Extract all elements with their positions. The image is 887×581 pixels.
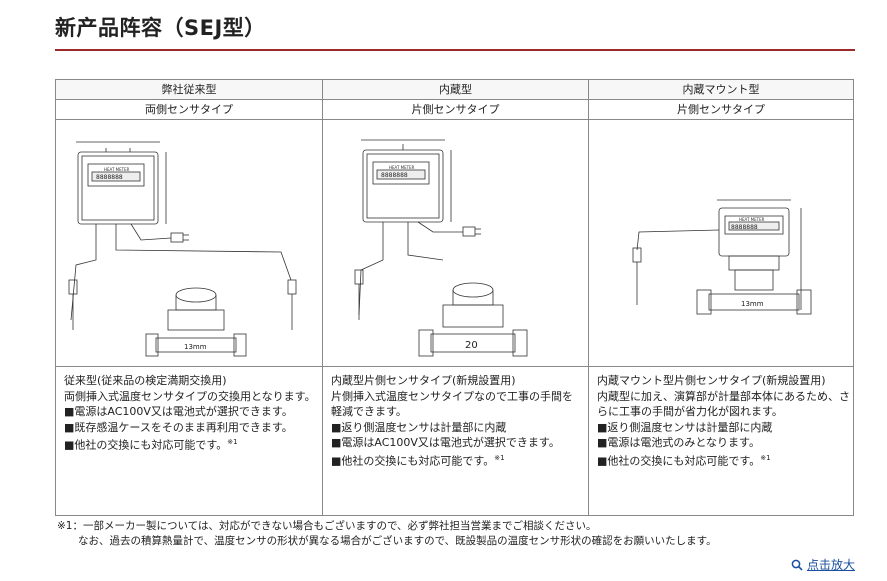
desc-line: 両側挿入式温度センサタイプの交換用となります。 — [64, 389, 316, 403]
pipe-size-label: 13mm — [184, 343, 207, 351]
desc-line: 内蔵型に加え、演算部が計量部本体にあるため、さ — [597, 389, 850, 403]
desc-line: ■電源はAC100V又は電池式が選択できます。 — [331, 436, 560, 449]
column-header: 弊社従来型 — [56, 80, 322, 100]
desc-line: 内蔵型片側センサタイプ(新規設置用) — [331, 374, 516, 387]
meter-display: 8888888 — [96, 174, 123, 181]
desc-line: 内蔵マウント型片側センサタイプ(新規設置用) — [597, 374, 826, 387]
desc-line: ■返り側温度センサは計量部に内蔵 — [331, 420, 507, 434]
magnifier-icon — [791, 559, 803, 571]
footnote-mark: ※1 — [760, 453, 771, 462]
column-conventional: 弊社従来型 両側センサタイプ — [56, 80, 323, 515]
meter-label: HEAT METER — [104, 167, 130, 172]
built-in-mount-meter-drawing: HEAT METER 8888888 13mm — [632, 199, 812, 315]
desc-line: らに工事の手間が省力化が図れます。 — [597, 405, 783, 418]
desc-line: 従来型(従来品の検定満期交換用) — [64, 374, 227, 387]
desc-line: ■他社の交換にも対応可能です。※1 — [64, 438, 238, 452]
title-divider — [55, 49, 855, 51]
desc-line: ■電源はAC100V又は電池式が選択できます。 — [64, 405, 293, 418]
conventional-meter-drawing: HEAT METER 8888888 13mm — [68, 141, 297, 357]
product-comparison-table: 弊社従来型 両側センサタイプ — [55, 79, 854, 516]
footnote: ※1：一部メーカー製については、対応ができない場合もございますので、必ず弊社担当… — [57, 519, 717, 549]
meter-display: 8888888 — [381, 172, 408, 179]
desc-line: 片側挿入式温度センサタイプなので工事の手間を — [331, 389, 573, 403]
pipe-size-label: 20 — [465, 340, 478, 351]
desc-line: ■既存感温ケースをそのまま再利用できます。 — [64, 420, 293, 434]
column-header: 内蔵マウント型 — [589, 80, 853, 100]
desc-line: 軽減できます。 — [331, 405, 407, 418]
desc-line: ■返り側温度センサは計量部に内蔵 — [597, 420, 773, 434]
desc-line: ■他社の交換にも対応可能です。※1 — [331, 453, 505, 468]
column-subheader: 片側センサタイプ — [323, 100, 588, 120]
page-title: 新产品阵容（SEJ型） — [55, 16, 266, 40]
column-header: 内蔵型 — [323, 80, 588, 100]
column-built-in-mount: 内蔵マウント型 片側センサタイプ HEAT METE — [589, 80, 853, 515]
desc-line: ■他社の交換にも対応可能です。※1 — [597, 453, 771, 468]
pipe-size-label: 13mm — [741, 300, 764, 308]
footnote-line: ※1：一部メーカー製については、対応ができない場合もございますので、必ず弊社担当… — [57, 520, 597, 532]
product-diagram[interactable]: HEAT METER 8888888 13mm — [589, 120, 853, 367]
column-subheader: 片側センサタイプ — [589, 100, 853, 120]
built-in-meter-drawing: HEAT METER 8888888 20 — [354, 139, 528, 357]
product-diagram[interactable]: HEAT METER 8888888 13mm — [56, 120, 322, 367]
zoom-link[interactable]: 点击放大 — [791, 556, 855, 573]
product-diagram[interactable]: HEAT METER 8888888 20 — [323, 120, 588, 367]
footnote-line: なお、過去の積算熱量計で、温度センサの形状が異なる場合がございますので、既設製品… — [57, 535, 717, 547]
desc-line: ■電源は電池式のみとなります。 — [597, 436, 760, 449]
column-description: 内蔵マウント型片側センサタイプ(新規設置用) 内蔵型に加え、演算部が計量部本体に… — [589, 367, 853, 469]
meter-display: 8888888 — [731, 224, 758, 231]
column-description: 従来型(従来品の検定満期交換用) 両側挿入式温度センサタイプの交換用となります。… — [56, 367, 322, 453]
column-description: 内蔵型片側センサタイプ(新規設置用) 片側挿入式温度センサタイプなので工事の手間… — [323, 367, 588, 469]
footnote-mark: ※1 — [227, 438, 238, 446]
zoom-link-label[interactable]: 点击放大 — [806, 558, 855, 572]
meter-label: HEAT METER — [739, 217, 765, 222]
column-subheader: 両側センサタイプ — [56, 100, 322, 120]
footnote-mark: ※1 — [494, 453, 505, 462]
meter-label: HEAT METER — [389, 165, 415, 170]
column-built-in: 内蔵型 片側センサタイプ — [323, 80, 589, 515]
